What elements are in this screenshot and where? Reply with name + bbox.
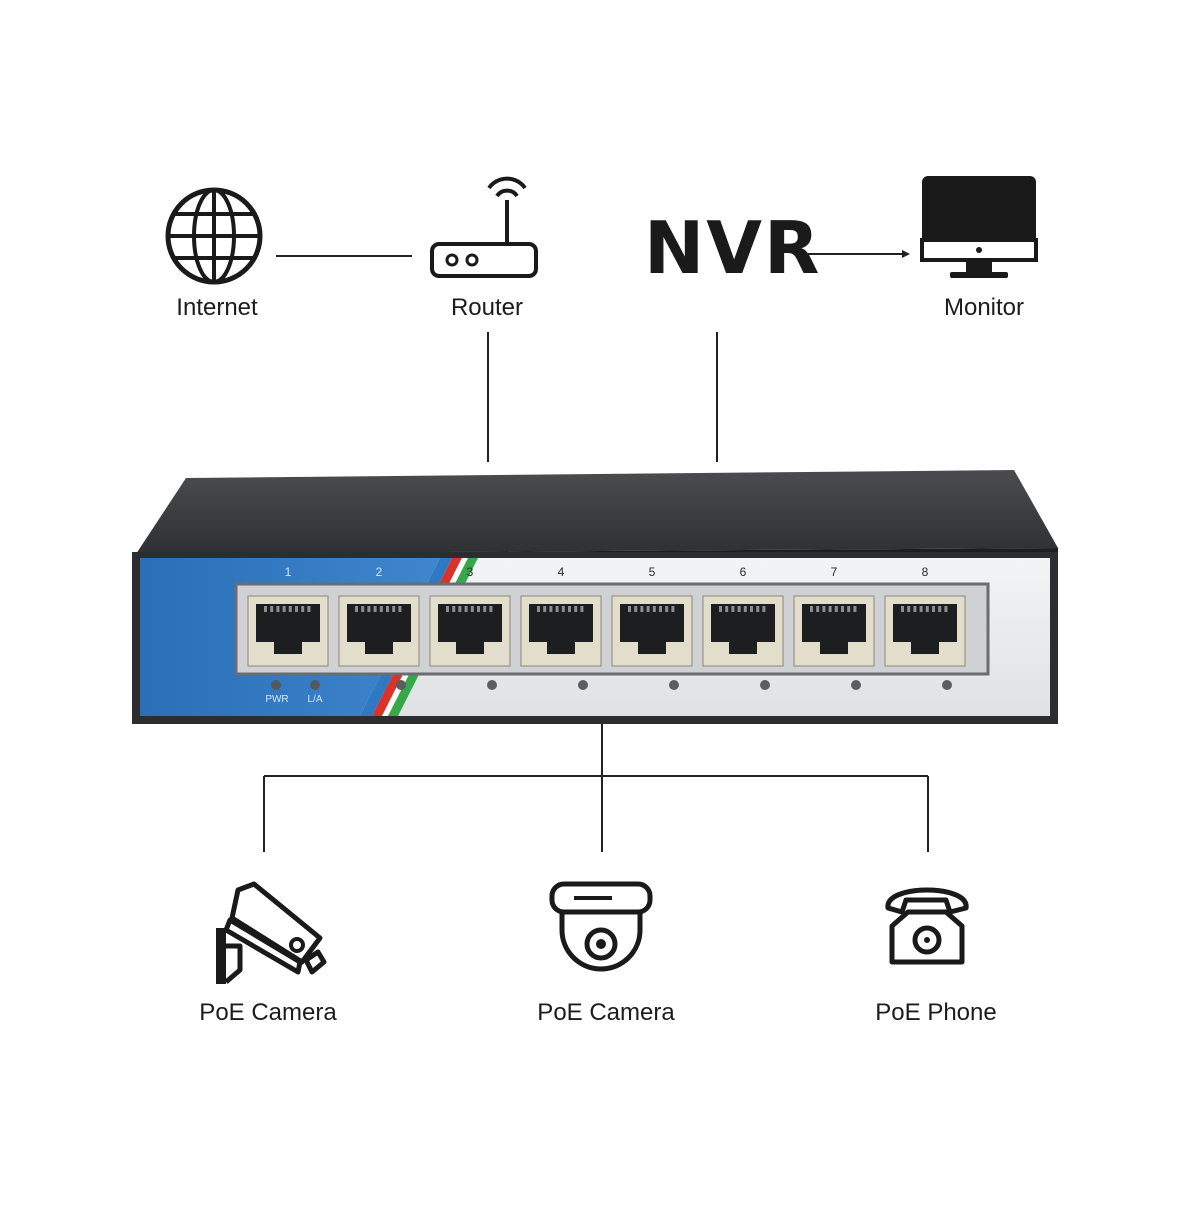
port-led xyxy=(578,680,588,690)
port-led xyxy=(487,680,497,690)
switch-top xyxy=(136,470,1058,554)
poe-phone-label: PoE Phone xyxy=(875,999,997,1026)
port-number-label: 4 xyxy=(558,565,565,579)
port-led xyxy=(669,680,679,690)
globe-icon xyxy=(165,187,263,285)
port-led xyxy=(851,680,861,690)
rj45-ports xyxy=(247,595,966,667)
rj45-port xyxy=(611,595,693,667)
link-led-label: L/A xyxy=(307,694,322,705)
port-number-label: 1 xyxy=(285,565,292,579)
connector-lines xyxy=(263,250,929,852)
internet-label: Internet xyxy=(176,294,258,321)
port-number-label: 3 xyxy=(467,565,474,579)
rj45-port xyxy=(247,595,329,667)
rj45-port xyxy=(429,595,511,667)
port-number-label: 8 xyxy=(922,565,929,579)
bullet-camera-icon xyxy=(216,881,327,984)
poe-switch: 1 2 3 4 5 6 7 8 PWR L/A xyxy=(132,470,1058,724)
telephone-icon xyxy=(885,887,969,965)
rj45-port xyxy=(884,595,966,667)
rj45-port xyxy=(793,595,875,667)
router-icon xyxy=(430,176,538,278)
port-number-label: 5 xyxy=(649,565,656,579)
link-led xyxy=(310,680,320,690)
port-number-label: 7 xyxy=(831,565,838,579)
port-led xyxy=(942,680,952,690)
poe-camera-dome-label: PoE Camera xyxy=(537,999,675,1026)
power-led xyxy=(271,680,281,690)
poe-camera-bullet-label: PoE Camera xyxy=(199,999,337,1026)
port-leds xyxy=(396,680,952,690)
port-numbers: 1 2 3 4 5 6 7 8 xyxy=(285,565,929,579)
power-led-label: PWR xyxy=(265,694,288,705)
router-label: Router xyxy=(450,294,524,321)
port-led xyxy=(396,680,406,690)
rj45-port xyxy=(520,595,602,667)
port-number-label: 2 xyxy=(376,565,383,579)
port-number-label: 6 xyxy=(740,565,747,579)
port-led xyxy=(760,680,770,690)
monitor-label: Monitor xyxy=(943,294,1025,321)
rj45-port xyxy=(338,595,420,667)
arrowhead-monitor xyxy=(902,250,910,258)
dome-camera-icon xyxy=(549,881,653,972)
monitor-icon xyxy=(920,176,1038,278)
rj45-port xyxy=(702,595,784,667)
nvr-label: NVR xyxy=(644,206,822,290)
